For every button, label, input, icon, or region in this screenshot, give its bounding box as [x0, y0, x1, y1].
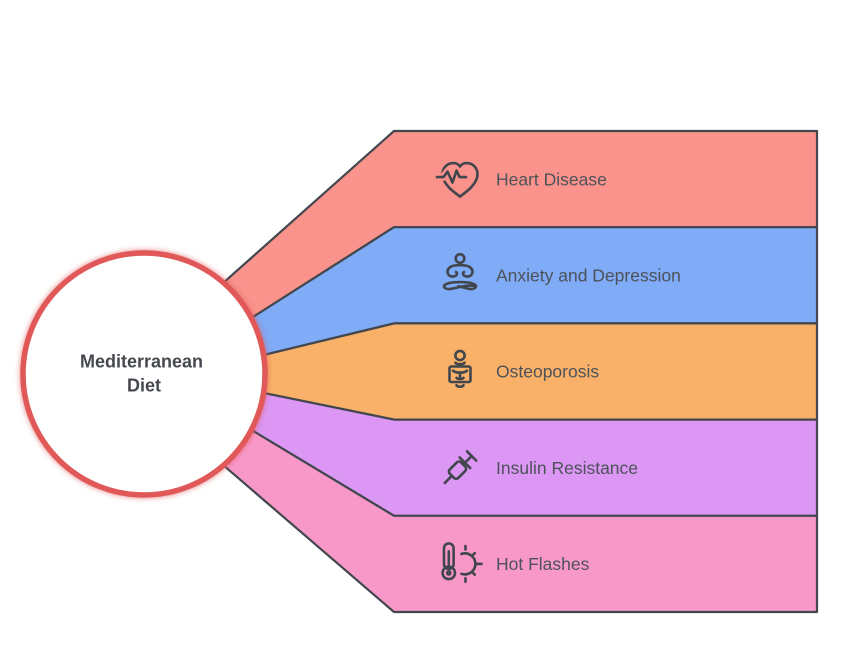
center-circle	[20, 250, 268, 498]
meditation-head	[454, 252, 466, 265]
xray-plate	[448, 365, 472, 384]
band-label: Heart Disease	[496, 169, 607, 189]
band-osteoporosis: Osteoporosis	[262, 322, 819, 421]
skeleton-xray-icon	[448, 349, 472, 389]
xray-pelvis	[455, 376, 465, 381]
thermometer-sun-icon	[441, 542, 483, 584]
center-title: Mediterranean Diet	[80, 352, 208, 396]
meditation-icon	[442, 252, 478, 291]
sun-rays	[464, 544, 483, 584]
syringe-needle	[443, 474, 454, 485]
heart-pulse-icon	[433, 161, 479, 198]
band-label: Insulin Resistance	[496, 458, 638, 478]
syringe-handle	[465, 450, 478, 462]
syringe-icon	[443, 450, 478, 485]
meditation-legs	[442, 280, 478, 291]
thermometer-bulb	[441, 565, 457, 581]
xray-head	[454, 349, 466, 362]
band-label: Hot Flashes	[496, 554, 590, 574]
band-label: Anxiety and Depression	[496, 266, 681, 286]
center-node: Mediterranean Diet	[20, 250, 268, 498]
syringe-plunger	[461, 454, 473, 466]
xray-hip-curve	[455, 384, 465, 389]
pulse-line	[435, 169, 468, 184]
band-label: Osteoporosis	[496, 362, 599, 382]
meditation-arms	[446, 263, 474, 278]
thermometer-tube	[442, 542, 455, 571]
xray-collar	[454, 361, 466, 366]
thermometer-bulb-dot	[445, 570, 452, 576]
